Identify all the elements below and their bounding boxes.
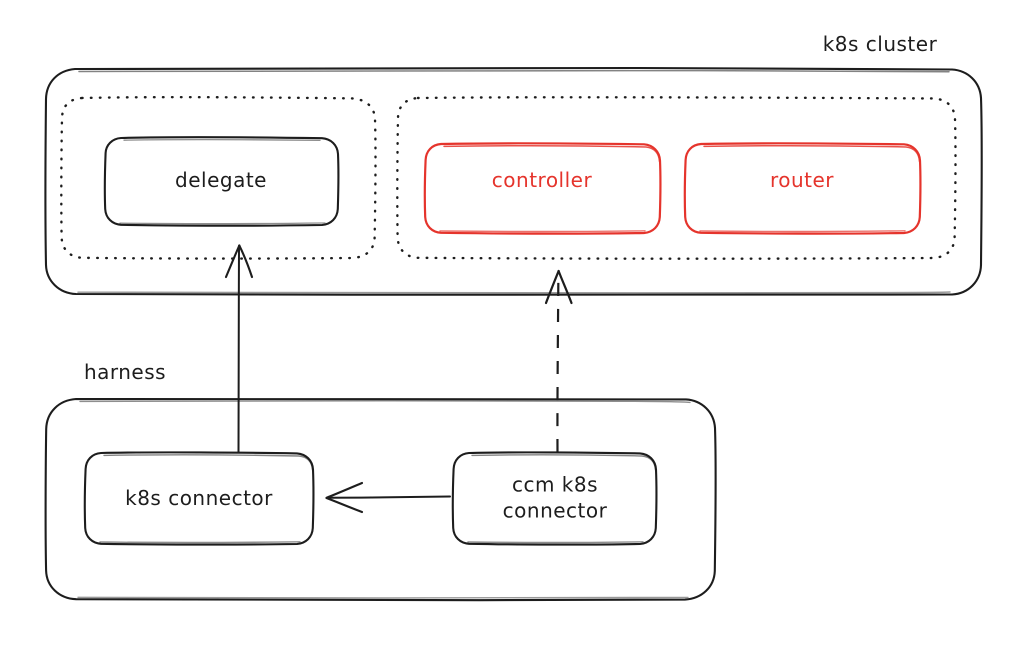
label-k8s-cluster: k8s cluster xyxy=(822,32,938,57)
label-delegate: delegate xyxy=(175,168,267,193)
edge-k8s-connector-to-delegate[interactable] xyxy=(224,244,254,453)
label-router: router xyxy=(769,168,835,193)
label-controller: controller xyxy=(491,168,593,193)
container-harness[interactable] xyxy=(44,397,717,602)
container-k8s-cluster[interactable] xyxy=(44,66,983,297)
node-ccm-k8s-connector-shape[interactable] xyxy=(451,451,658,546)
label-harness: harness xyxy=(83,360,167,385)
group-delegate-dotted[interactable] xyxy=(60,95,377,260)
group-red-dotted[interactable] xyxy=(396,96,957,260)
node-router-shape[interactable] xyxy=(683,142,922,235)
edge-ccm-connector-to-red-group[interactable] xyxy=(544,269,573,453)
node-k8s-connector-shape[interactable] xyxy=(83,451,315,546)
label-ccm-k8s-connector: ccm k8s connector xyxy=(502,472,608,522)
node-delegate-shape[interactable] xyxy=(103,136,340,227)
node-controller-shape[interactable] xyxy=(423,142,662,235)
label-k8s-connector: k8s connector xyxy=(125,486,273,511)
edge-ccm-connector-to-k8s-connector[interactable] xyxy=(325,481,451,514)
